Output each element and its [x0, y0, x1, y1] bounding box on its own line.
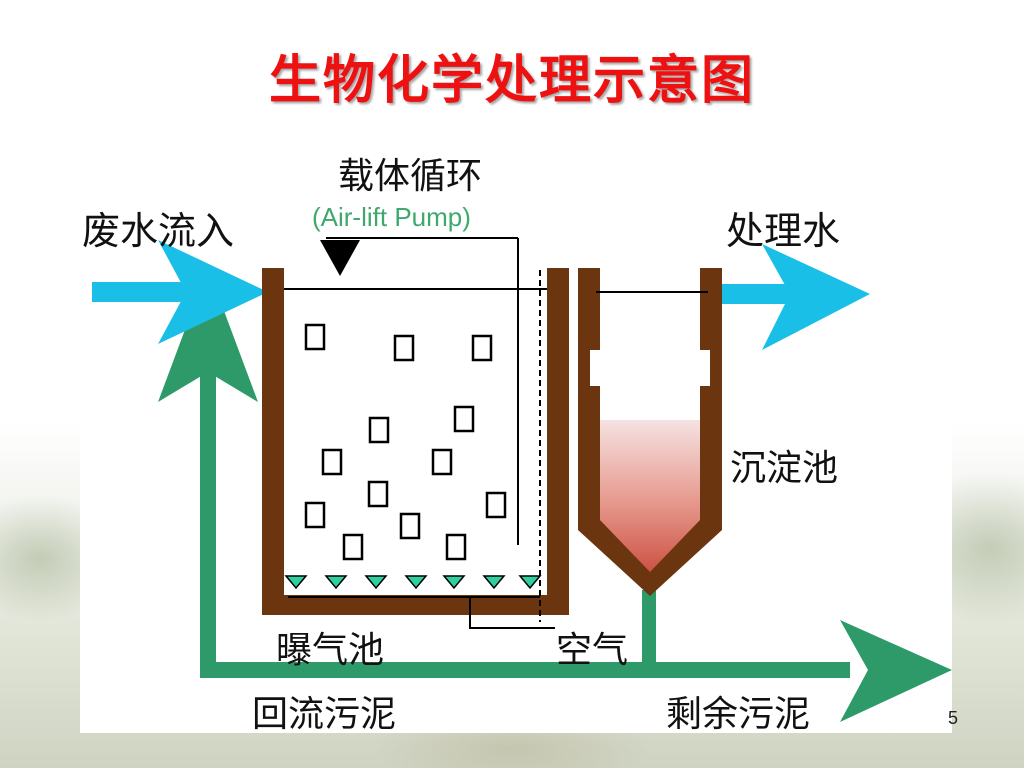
pump-indicator-icon: [320, 240, 360, 276]
return-sludge-pipe: [158, 268, 952, 722]
diagram-panel: [80, 150, 952, 733]
air-supply-line: [469, 597, 555, 629]
aeration-tank: [262, 237, 569, 629]
wastewater-inflow-arrow: [92, 240, 268, 344]
airlift-pump-label: (Air-lift Pump): [312, 202, 471, 232]
wastewater-in-label: 废水流入: [82, 209, 234, 253]
page-number: 5: [948, 708, 959, 728]
sedimentation-tank-label: 沉淀池: [730, 448, 838, 489]
excess-sludge-arrow-head: [840, 620, 952, 722]
carrier-cycle-label: 载体循环: [338, 156, 482, 197]
aeration-tank-label: 曝气池: [276, 630, 384, 671]
excess-sludge-label: 剩余污泥: [666, 694, 810, 735]
page-title: 生物化学处理示意图: [268, 51, 755, 111]
return-sludge-arrow-head: [158, 268, 258, 402]
sedimentation-tank: [578, 268, 722, 596]
treated-water-label: 处理水: [726, 209, 840, 253]
treated-water-outflow-arrow: [708, 244, 870, 350]
air-label: 空气: [556, 630, 628, 671]
carrier-particles: [304, 323, 507, 561]
return-sludge-label: 回流污泥: [252, 694, 396, 735]
sludge-layer: [600, 420, 700, 582]
air-diffusers: [284, 575, 542, 590]
settler-outlet-pipe: [642, 590, 656, 670]
